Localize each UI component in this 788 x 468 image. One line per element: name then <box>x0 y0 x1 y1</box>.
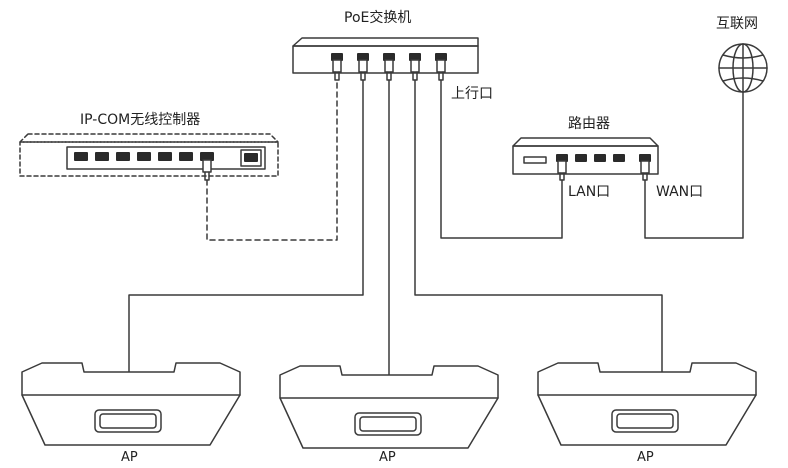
controller-plug <box>202 159 212 173</box>
cable-wan-internet <box>644 91 744 239</box>
wan-port-label: WAN口 <box>656 184 704 200</box>
controller-label: IP-COM无线控制器 <box>80 112 201 128</box>
globe-icon <box>718 43 768 93</box>
cable-uplink-router <box>440 79 563 239</box>
router-ports <box>556 154 651 162</box>
cables <box>128 79 744 376</box>
ap-label-1: AP <box>121 450 138 465</box>
internet-label: 互联网 <box>716 16 758 32</box>
poe-switch-plugs <box>332 59 446 81</box>
uplink-label: 上行口 <box>451 86 493 102</box>
access-point-3 <box>537 362 757 446</box>
controller-ports <box>74 152 258 162</box>
ap-label-3: AP <box>637 450 654 465</box>
poe-switch-label: PoE交换机 <box>344 10 412 26</box>
router-label: 路由器 <box>568 116 610 132</box>
router-device <box>512 137 659 181</box>
poe-switch-ports <box>331 53 447 61</box>
ap-label-2: AP <box>379 450 396 465</box>
cable-switch-ap1 <box>128 79 364 373</box>
lan-port-label: LAN口 <box>568 184 611 200</box>
poe-switch-device <box>292 37 479 81</box>
cable-controller-switch <box>206 79 338 241</box>
controller-device <box>19 133 279 181</box>
access-point-1 <box>21 362 241 446</box>
access-point-2 <box>279 365 499 449</box>
cable-switch-ap3 <box>414 79 663 373</box>
